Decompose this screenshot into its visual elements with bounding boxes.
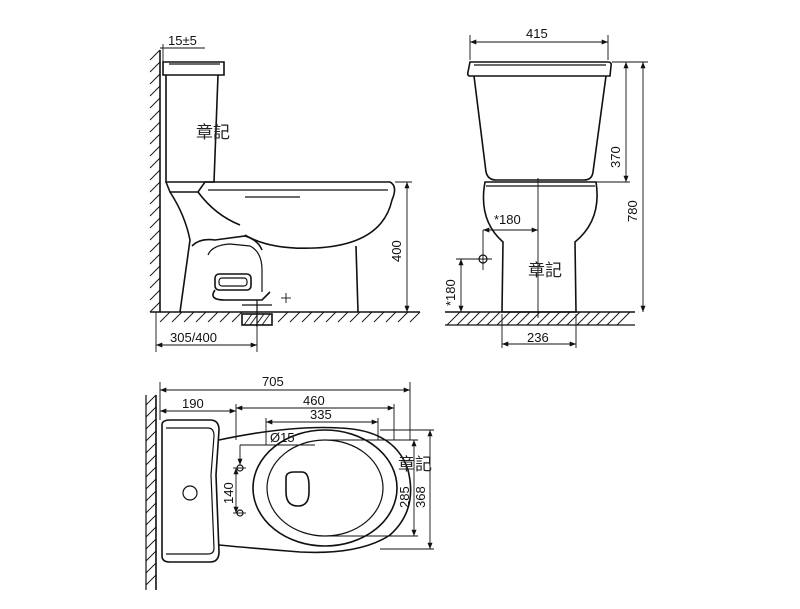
dim-seat-height: 400 xyxy=(389,240,404,262)
top-bowl xyxy=(218,426,412,554)
dim-rough-in: 305/400 xyxy=(170,330,217,345)
dim-wall-gap: 15±5 xyxy=(168,33,197,48)
dim-base-width: 236 xyxy=(527,330,549,345)
side-tank xyxy=(162,61,225,183)
front-floor xyxy=(445,311,635,326)
top-wall xyxy=(145,394,157,590)
dim-tank-depth: 190 xyxy=(182,396,204,411)
side-wall xyxy=(149,49,161,313)
top-view: 705 190 460 335 Ø15 140 xyxy=(145,374,434,590)
dim-bowl-width: 285 xyxy=(397,486,412,508)
side-dimensions: 15±5 305/400 400 xyxy=(155,33,412,352)
front-bowl xyxy=(482,178,598,318)
side-floor xyxy=(150,311,421,323)
front-view: 415 370 780 *180 *180 236 章記 xyxy=(443,26,648,348)
front-inlet xyxy=(456,227,538,312)
dim-inlet-height: *180 xyxy=(443,279,458,306)
front-tank xyxy=(466,61,612,181)
dim-seat-length: 460 xyxy=(303,393,325,408)
dim-seat-width: 368 xyxy=(413,486,428,508)
dim-bolt-spacing: 140 xyxy=(221,482,236,504)
dim-total-length: 705 xyxy=(262,374,284,389)
watermark-top: 章記 xyxy=(398,455,432,475)
dim-tank-width: 415 xyxy=(526,26,548,41)
dim-bolt-hole: Ø15 xyxy=(270,430,295,445)
dim-inlet-offset-x: *180 xyxy=(494,212,521,227)
watermark-side: 章記 xyxy=(196,123,230,143)
dim-tank-height: 370 xyxy=(608,146,623,168)
top-dimensions: 705 190 460 335 Ø15 140 xyxy=(159,374,434,550)
watermark-front: 章記 xyxy=(528,261,562,281)
side-bowl xyxy=(165,181,396,327)
top-tank xyxy=(161,419,220,563)
side-view: 15±5 305/400 400 章記 xyxy=(149,33,421,352)
dim-total-height: 780 xyxy=(625,200,640,222)
dim-bowl-length: 335 xyxy=(310,407,332,422)
front-dimensions: 415 370 780 *180 *180 236 xyxy=(443,26,648,348)
